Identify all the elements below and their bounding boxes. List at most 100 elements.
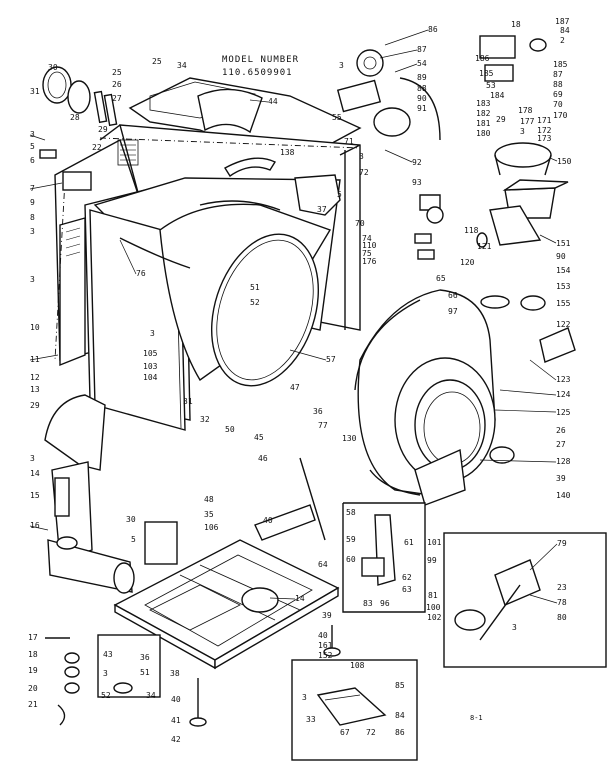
callout-label: 104 <box>143 373 158 382</box>
callout-label: 36 <box>140 653 150 662</box>
callout-label: 171 <box>537 116 552 125</box>
callout-label: 155 <box>556 299 571 308</box>
callout-label: 138 <box>280 148 295 157</box>
callout-label: 40 <box>171 695 181 704</box>
callout-label: 89 <box>417 73 427 82</box>
callout-label: 20 <box>28 684 38 693</box>
callout-label: 105 <box>143 349 158 358</box>
motor-mount-detail <box>291 659 418 761</box>
callout-label: 118 <box>464 226 479 235</box>
callout-labels: 18 187 84 2 86 87 54 89 88 90 91 3 55 18… <box>28 17 572 744</box>
callout-label: 27 <box>112 94 122 103</box>
callout-label: 44 <box>268 97 278 106</box>
callout-label: 13 <box>30 385 40 394</box>
callout-label: 110 <box>362 241 377 250</box>
callout-label: 8 <box>30 213 35 222</box>
callout-label: 34 <box>146 691 156 700</box>
callout-label: 151 <box>556 239 571 248</box>
callout-label: 86 <box>395 728 405 737</box>
callout-label: 185 <box>479 69 494 78</box>
callout-label: 172 <box>537 126 552 135</box>
callout-label: 120 <box>460 258 475 267</box>
callout-label: 161 <box>318 641 333 650</box>
callout-label: 66 <box>448 291 458 300</box>
callout-label: 74 <box>362 234 372 243</box>
callout-label: 50 <box>225 425 235 434</box>
callout-label: 16 <box>30 521 40 530</box>
callout-label: 128 <box>556 457 571 466</box>
callout-label: 43 <box>103 650 113 659</box>
callout-label: 48 <box>204 495 214 504</box>
callout-label: 90 <box>556 252 566 261</box>
callout-label: 40 <box>263 516 273 525</box>
callout-label: 41 <box>171 716 181 725</box>
callout-label: 3 <box>30 227 35 236</box>
callout-label: 10 <box>30 323 40 332</box>
callout-label: 92 <box>412 158 422 167</box>
callout-label: 96 <box>380 599 390 608</box>
upper-left-parts <box>39 66 118 191</box>
callout-label: 39 <box>556 474 566 483</box>
callout-label: 5 <box>337 190 342 199</box>
idler-detail <box>97 634 161 698</box>
callout-label: 17 <box>28 633 38 642</box>
callout-label: 57 <box>326 355 336 364</box>
callout-label: 87 <box>417 45 427 54</box>
callout-label: 153 <box>556 282 571 291</box>
callout-label: 34 <box>177 61 187 70</box>
callout-label: 154 <box>556 266 571 275</box>
callout-label: 106 <box>204 523 219 532</box>
callout-label: 3 <box>30 454 35 463</box>
callout-label: 14 <box>295 594 305 603</box>
callout-label: 81 <box>428 591 438 600</box>
callout-label: 87 <box>553 70 563 79</box>
callout-label: 103 <box>143 362 158 371</box>
callout-label: 5 <box>30 142 35 151</box>
callout-label: 30 <box>126 515 136 524</box>
callout-label: 53 <box>486 81 496 90</box>
callout-label: 38 <box>170 669 180 678</box>
cabinet-assembly <box>54 77 362 431</box>
callout-label: 25 <box>152 57 162 66</box>
callout-label: 173 <box>537 134 552 143</box>
callout-label: 100 <box>426 603 441 612</box>
callout-label: 39 <box>322 611 332 620</box>
callout-label: 70 <box>553 100 563 109</box>
callout-label: 122 <box>556 320 571 329</box>
callout-label: 70 <box>355 219 365 228</box>
callout-label: 29 <box>496 115 506 124</box>
lower-left-hardware <box>45 637 80 726</box>
callout-label: 187 <box>555 17 570 26</box>
callout-label: 3 <box>339 61 344 70</box>
callout-label: 80 <box>557 613 567 622</box>
callout-label: 97 <box>448 307 458 316</box>
callout-label: 180 <box>476 129 491 138</box>
callout-label: 27 <box>556 440 566 449</box>
callout-label: 123 <box>556 375 571 384</box>
callout-label: 79 <box>557 539 567 548</box>
callout-label: 23 <box>557 583 567 592</box>
model-number-value: 110.6509901 <box>222 68 293 78</box>
callout-label: 31 <box>183 397 193 406</box>
callout-label: 99 <box>427 556 437 565</box>
callout-label: 71 <box>344 137 354 146</box>
callout-label: 101 <box>427 538 442 547</box>
callout-label: 67 <box>340 728 350 737</box>
callout-label: 60 <box>346 555 356 564</box>
callout-label: 93 <box>412 178 422 187</box>
callout-label: 15 <box>30 491 40 500</box>
callout-label: 3 <box>30 275 35 284</box>
callout-label: 36 <box>313 407 323 416</box>
callout-label: 183 <box>476 99 491 108</box>
callout-label: 125 <box>556 408 571 417</box>
blower-housing <box>44 394 135 594</box>
callout-label: 177 <box>520 117 535 126</box>
callout-label: 18 <box>28 650 38 659</box>
callout-label: 62 <box>402 573 412 582</box>
callout-label: 72 <box>359 168 369 177</box>
callout-label: 3 <box>302 693 307 702</box>
callout-label: 21 <box>28 700 38 709</box>
callout-label: 25 <box>112 68 122 77</box>
thermostat-detail <box>443 532 607 668</box>
base-assembly <box>113 457 341 727</box>
